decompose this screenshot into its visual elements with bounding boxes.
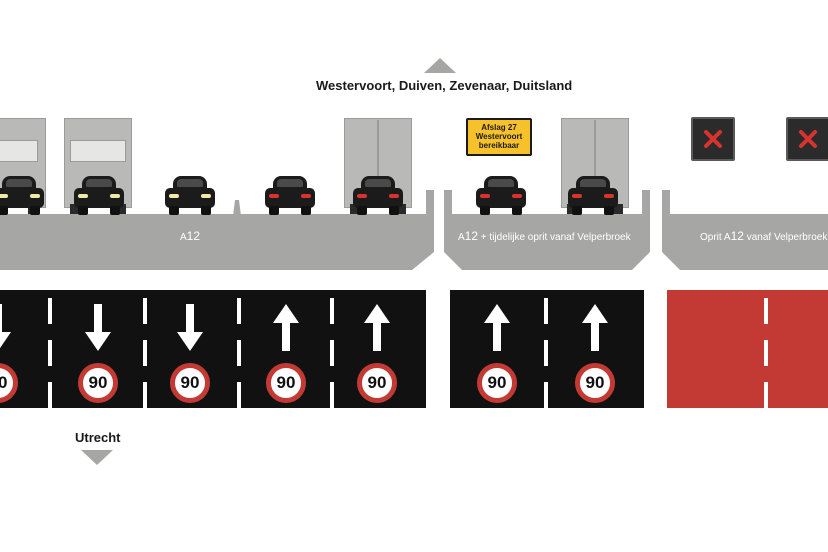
arrow-down-icon <box>81 450 113 465</box>
lane-divider-mark <box>544 382 548 408</box>
road-label-a12: A12 <box>180 229 201 243</box>
road-edge <box>444 214 650 220</box>
lane-arrow-down-icon <box>85 304 111 351</box>
lane-arrow-down-icon <box>0 304 11 349</box>
lane-divider-mark <box>48 340 52 366</box>
lane-divider-mark <box>764 382 768 408</box>
lane-divider-mark <box>330 382 334 408</box>
road-edge <box>662 214 828 220</box>
lane-divider-mark <box>48 298 52 324</box>
car-icon <box>476 176 526 216</box>
lane-arrow-down-icon <box>177 304 203 351</box>
speed-limit-sign: 90 <box>477 363 517 403</box>
speed-limit-sign: 90 <box>170 363 210 403</box>
lane-arrow-up-icon <box>273 304 299 351</box>
lane-closed-signal <box>691 117 735 161</box>
median-divider <box>233 200 241 216</box>
road-edge <box>642 190 650 220</box>
exit-sign: Afslag 27 Westervoort bereikbaar <box>466 118 532 156</box>
direction-label-south: Utrecht <box>75 430 121 445</box>
lane-divider-mark <box>237 382 241 408</box>
road-edge <box>426 190 434 220</box>
x-icon <box>799 130 817 148</box>
lane-arrow-up-icon <box>364 304 390 351</box>
lane-divider-mark <box>544 298 548 324</box>
car-icon <box>265 176 315 216</box>
lane-divider-mark <box>143 382 147 408</box>
road-edge <box>444 190 452 220</box>
x-icon <box>704 130 722 148</box>
car-icon <box>353 176 403 216</box>
exit-sign-line3: bereikbaar <box>478 141 520 150</box>
exit-sign-line2: Westervoort <box>475 132 523 141</box>
lane-divider-mark <box>48 382 52 408</box>
road-segment-oprit <box>662 218 828 270</box>
lane-panel-group-a12 <box>0 290 426 408</box>
road-label-oprit: Oprit A12 vanaf Velperbroek <box>700 229 828 243</box>
lane-divider-mark <box>237 298 241 324</box>
car-icon <box>74 176 124 216</box>
lane-closed-signal <box>786 117 828 161</box>
lane-divider-mark <box>764 340 768 366</box>
lane-divider-mark <box>544 340 548 366</box>
lane-panel-group-closed <box>667 290 828 408</box>
car-icon <box>568 176 618 216</box>
car-icon <box>0 176 44 216</box>
road-segment-a12 <box>0 218 434 270</box>
arrow-up-icon <box>424 58 456 73</box>
speed-limit-sign: 90 <box>266 363 306 403</box>
lane-divider-mark <box>330 340 334 366</box>
car-icon <box>165 176 215 216</box>
lane-divider-mark <box>330 298 334 324</box>
direction-label-north: Westervoort, Duiven, Zevenaar, Duitsland <box>316 78 573 93</box>
speed-limit-sign: 90 <box>78 363 118 403</box>
lane-arrow-up-icon <box>484 304 510 351</box>
lane-divider-mark <box>237 340 241 366</box>
lane-divider-mark <box>764 298 768 324</box>
speed-limit-sign: 90 <box>575 363 615 403</box>
road-edge <box>662 190 670 220</box>
lane-divider-mark <box>143 340 147 366</box>
lane-divider-mark <box>143 298 147 324</box>
road-label-a12-temp: A12 + tijdelijke oprit vanaf Velperbroek <box>458 229 631 243</box>
road-segment-a12-temp <box>444 218 650 270</box>
speed-limit-sign: 90 <box>357 363 397 403</box>
lane-arrow-up-icon <box>582 304 608 351</box>
road-edge <box>0 214 432 220</box>
exit-sign-line1: Afslag 27 <box>481 123 517 132</box>
